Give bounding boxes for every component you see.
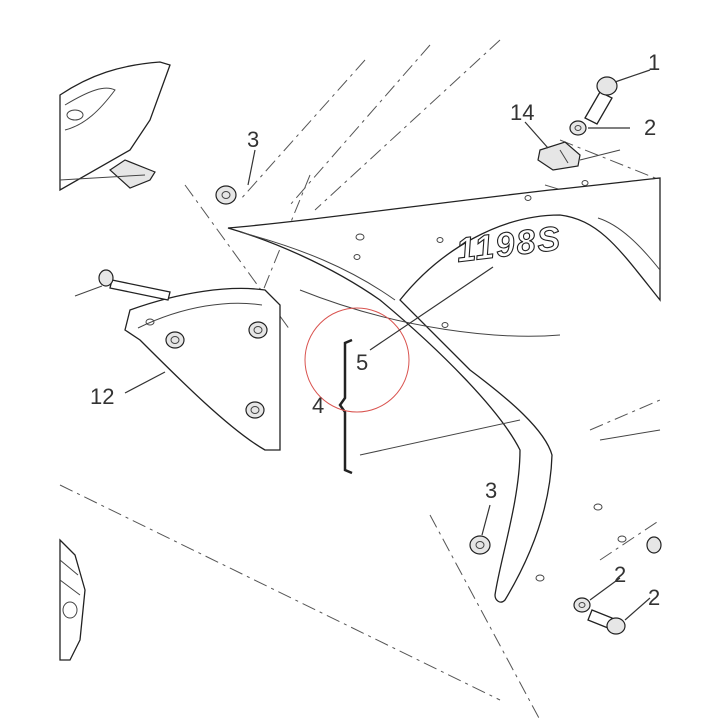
label-2-bottom-right: 2 (648, 585, 660, 610)
spacer-top (215, 185, 237, 205)
label-14: 14 (510, 100, 534, 125)
highlight-circle (304, 307, 410, 413)
bolt-top-right (537, 76, 621, 171)
label-2-bottom-left: 2 (614, 562, 626, 587)
label-3-top: 3 (247, 127, 259, 152)
group-bracket-4 (338, 338, 353, 475)
label-12: 12 (90, 384, 114, 409)
screw-left (74, 269, 171, 301)
bracket-part-12 (124, 287, 281, 451)
side-fairing-panel (227, 177, 661, 603)
label-1: 1 (648, 50, 660, 75)
spacer-bottom (469, 535, 491, 555)
label-4: 4 (312, 393, 324, 418)
label-5: 5 (356, 350, 368, 375)
upper-left-fairing-part (59, 61, 171, 192)
callout-labels: 1 2 2 2 3 3 4 5 12 14 (90, 50, 660, 610)
label-3-bottom: 3 (485, 478, 497, 503)
leader-lines (124, 69, 651, 621)
lower-left-component (59, 538, 86, 661)
construction-lines (59, 39, 661, 720)
bolt-bottom-right (573, 503, 662, 635)
label-2-top: 2 (644, 115, 656, 140)
